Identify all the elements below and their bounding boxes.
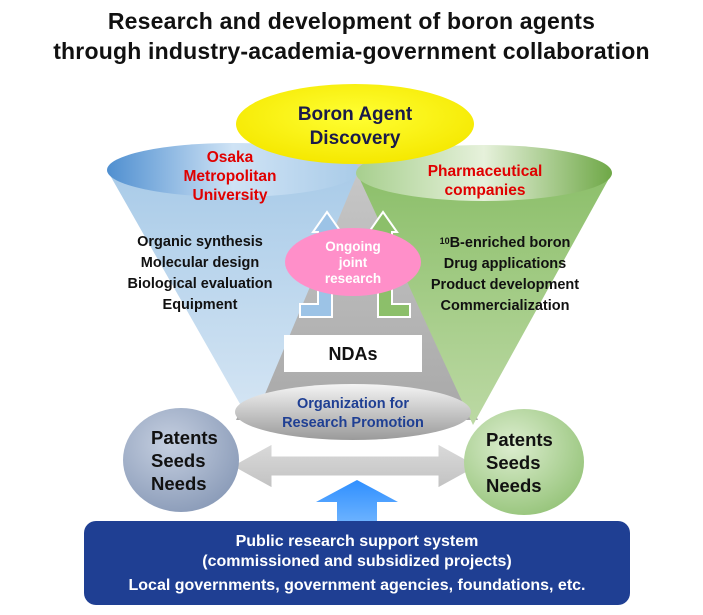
university-line1: Osaka [206, 149, 254, 166]
left-circle-label: Patents Seeds Needs [131, 426, 231, 495]
university-activity: Biological evaluation [127, 276, 273, 292]
pharma-activity: Commercialization [440, 298, 570, 314]
pharma-cone [357, 173, 612, 425]
ndas-box [284, 335, 422, 372]
right-circle-patents: Patents [486, 429, 553, 450]
support-up-arrow [316, 480, 398, 523]
pharma-line1: Pharmaceutical [427, 163, 543, 180]
pharma-line2: companies [444, 182, 526, 199]
university-cone [107, 170, 359, 425]
boron-discovery-line2: Discovery [309, 128, 401, 149]
left-circle-seeds: Seeds [151, 450, 206, 471]
joint-research-ellipse [285, 228, 421, 296]
left-circle-patents: Patents [151, 427, 218, 448]
pharma-activity: Product development [430, 277, 580, 293]
pharma-label: Pharmaceutical companies [400, 162, 570, 200]
organization-line1: Organization for [297, 396, 409, 412]
university-label: Osaka Metropolitan University [160, 148, 300, 205]
boron-discovery-line1: Boron Agent [297, 104, 413, 125]
university-activities: Organic synthesis Molecular design Biolo… [107, 232, 293, 316]
joint-research-line3: research [324, 271, 382, 286]
organization-line2: Research Promotion [282, 415, 424, 431]
university-activity: Molecular design [140, 255, 260, 271]
university-line3: University [192, 187, 268, 204]
joint-research-label: Ongoing joint research [293, 239, 413, 287]
university-activity: Equipment [162, 297, 238, 313]
title-line1: Research and development of boron agents [107, 8, 596, 34]
support-system-box: Public research support system (commissi… [84, 521, 630, 605]
support-system-line1: Public research support system [235, 533, 479, 550]
right-circle [464, 409, 584, 515]
right-circle-label: Patents Seeds Needs [466, 428, 576, 497]
isotope-superscript: 10 [439, 236, 450, 246]
boron-discovery-ellipse [236, 84, 474, 164]
joint-research-line1: Ongoing [325, 239, 381, 254]
boron-discovery-label: Boron Agent Discovery [255, 103, 455, 151]
pharma-activity: Drug applications [443, 256, 567, 272]
title-line2: through industry-academia-government col… [53, 38, 650, 64]
left-circle [123, 408, 239, 512]
support-system-line3: Local governments, government agencies, … [128, 577, 586, 594]
pharma-activity-text: B-enriched boron [449, 235, 571, 251]
organization-ellipse [235, 384, 471, 440]
right-circle-seeds: Seeds [486, 452, 541, 473]
pharma-activity: 10B-enriched boron [410, 233, 600, 254]
pharma-cone-top [356, 145, 612, 201]
ndas-label: NDAs [328, 344, 378, 364]
organization-label: Organization for Research Promotion [253, 395, 453, 433]
right-circle-needs: Needs [486, 475, 542, 496]
joint-research-line2: joint [338, 255, 368, 270]
pharma-activities: 10B-enriched boron Drug applications Pro… [410, 233, 600, 317]
left-circle-needs: Needs [151, 473, 207, 494]
support-system-line2: (commissioned and subsidized projects) [202, 553, 512, 570]
university-line2: Metropolitan [183, 168, 277, 185]
university-activity: Organic synthesis [137, 234, 263, 250]
